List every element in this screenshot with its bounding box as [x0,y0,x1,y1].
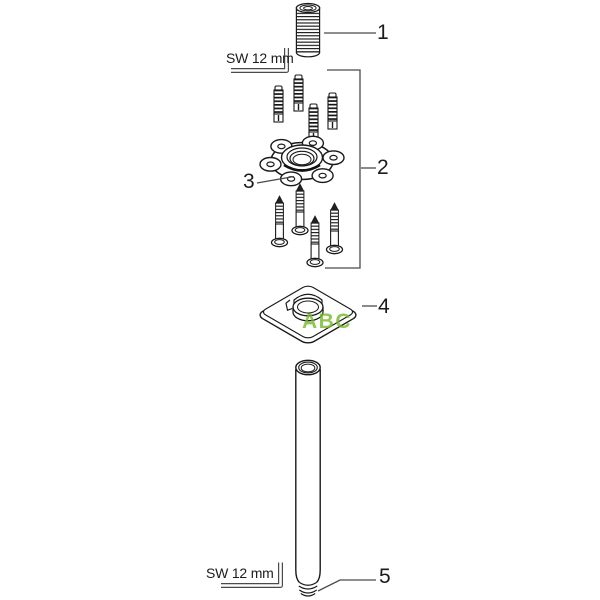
part-1-threaded-nipple [295,2,321,58]
callout-1: 1 [377,21,389,44]
hex-key-icon-top [231,48,289,73]
screw-icon [306,215,324,268]
callout-5: 5 [379,565,391,588]
callout-2: 2 [377,156,389,179]
wall-plug-icon [327,92,338,130]
wall-plug-icon [273,85,284,123]
watermark-text: ABC [302,310,352,333]
callout-4: 4 [378,295,390,318]
part-3-mounting-flange [259,135,345,187]
wrench-size-label-bottom: SW 12 mm [206,565,274,581]
wall-plug-icons [273,74,338,141]
screw-icons [270,183,344,268]
leader-line-3 [256,175,295,184]
leader-line-5 [317,579,376,592]
callout-3: 3 [243,170,255,193]
part-4-escutcheon [256,285,359,345]
wall-plug-icon [308,103,319,141]
part-5-arm-pipe [295,359,321,597]
hex-key-icon-bottom [221,562,283,588]
screw-icon [270,195,289,248]
group-2-bracket [325,69,376,269]
screw-icon [291,183,309,236]
screw-icon [325,202,344,255]
wrench-size-label-top: SW 12 mm [226,50,294,66]
wall-plug-icon [293,74,304,112]
